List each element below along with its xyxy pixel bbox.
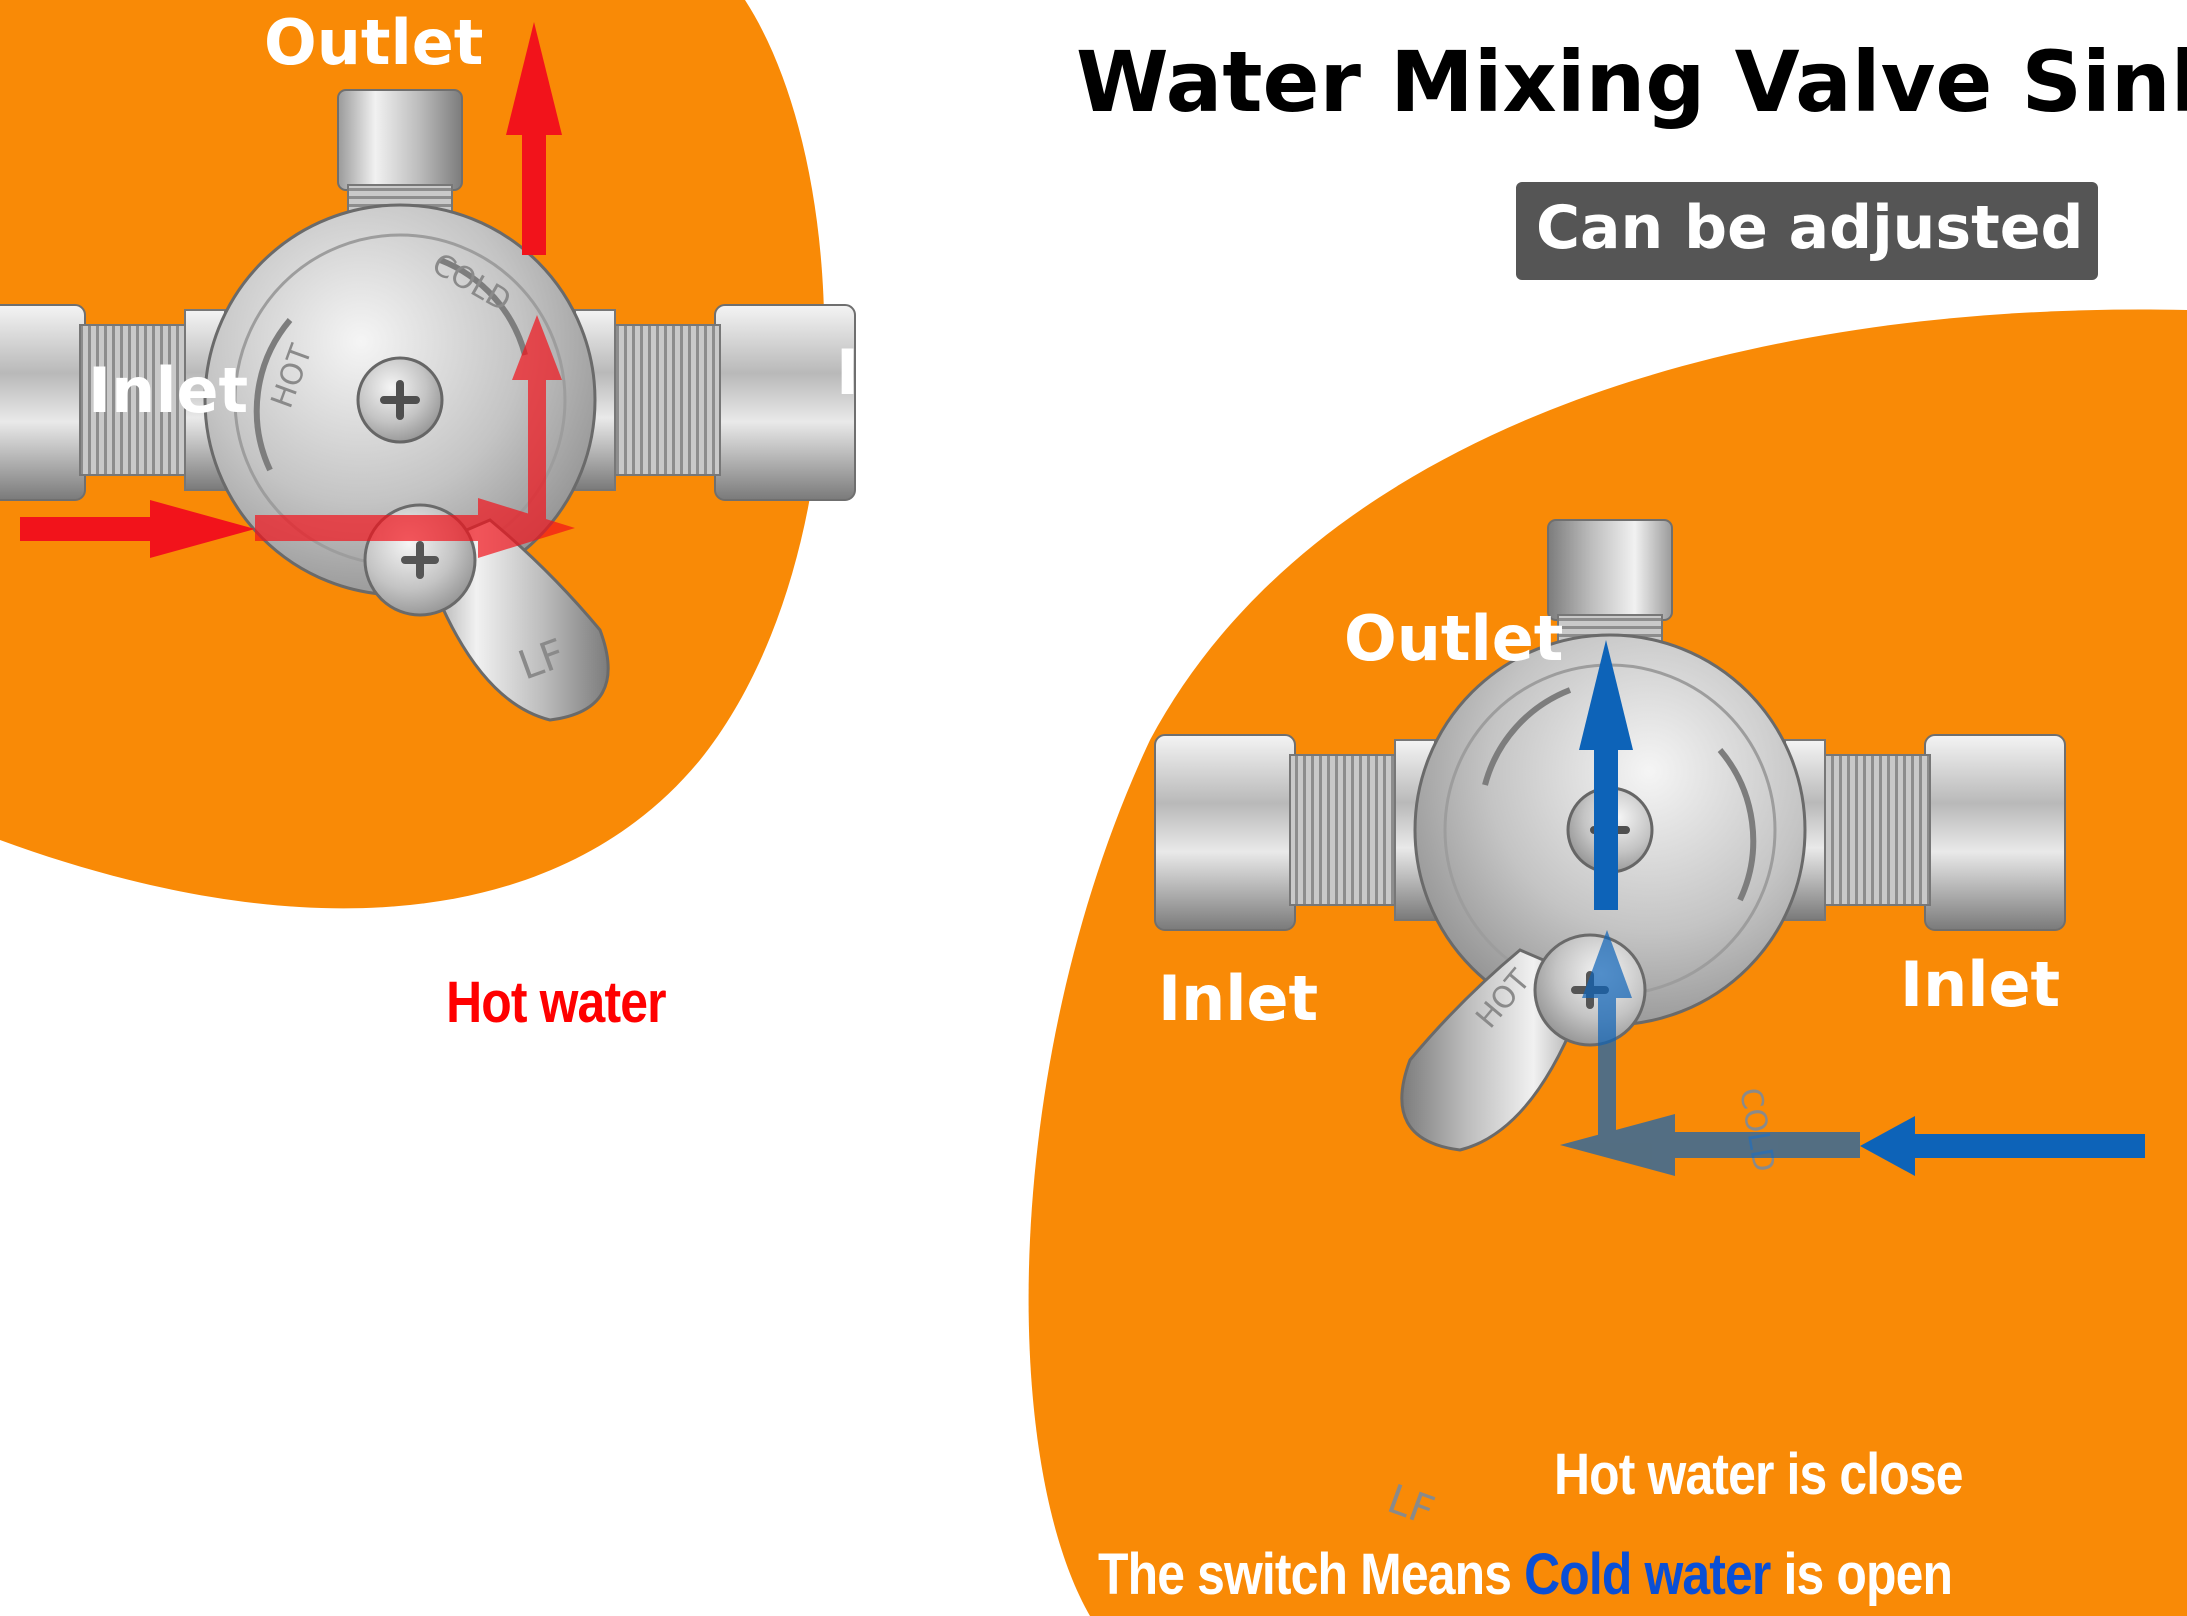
right-body-arrowhead (1560, 1114, 1675, 1176)
right-caption-suffix: is open (1770, 1542, 1953, 1607)
left-caption-suffix: is open (665, 970, 848, 1035)
left-outlet-arrow-shaft (522, 130, 546, 255)
adjustable-badge-label: Can be adjusted (1536, 193, 2084, 263)
right-inlet-arrowhead (1860, 1116, 1915, 1176)
left-body-arrowhead (478, 498, 575, 558)
left-outlet-arrowhead (506, 22, 562, 135)
left-outlet-label: Outlet (264, 6, 484, 79)
right-caption-cold-open: The switch Means Cold water is open (1098, 1546, 1953, 1604)
left-inlet-right-label: Inlet (836, 336, 997, 409)
right-outlet-label: Outlet (1344, 602, 1564, 675)
left-inlet-arrow-shaft (20, 517, 170, 541)
adjustable-badge: Can be adjusted (1516, 182, 2098, 280)
left-inlet-arrowhead (150, 500, 255, 558)
right-caption-hot-close: Hot water is close (1554, 1442, 1964, 1507)
right-inlet-right-label: Inlet (1900, 948, 2061, 1021)
right-outlet-arrowhead (1579, 640, 1633, 750)
page-title: Water Mixing Valve Sink (1076, 33, 2187, 131)
left-body-arrow-shaft (255, 515, 490, 541)
left-caption-hot-open: The switch Means Hot water is open (20, 974, 848, 1032)
right-body-up-arrowhead (1582, 930, 1632, 998)
right-inlet-arrow-shaft (1905, 1134, 2145, 1158)
right-caption-prefix: The switch Means (1098, 1542, 1525, 1607)
left-body-up-shaft (528, 370, 546, 530)
right-body-up-shaft (1598, 990, 1616, 1135)
left-caption-cold-close: Cold water is close (208, 1090, 644, 1155)
right-outlet-arrow-shaft (1594, 745, 1618, 910)
left-hot-flow-arrows (20, 22, 575, 558)
right-body-arrow-shaft (1665, 1132, 1860, 1158)
left-caption-prefix: The switch Means (20, 970, 447, 1035)
left-valve-image: HOT COLD LF (0, 90, 855, 720)
left-caption-hot-water: Hot water (446, 970, 666, 1035)
right-inlet-left-label: Inlet (1158, 962, 1319, 1035)
right-caption-cold-water: Cold water (1524, 1542, 1771, 1607)
right-cold-flow-arrows (1560, 640, 2145, 1176)
left-inlet-left-label: Inlet (88, 354, 249, 427)
left-body-up-arrowhead (512, 315, 562, 380)
